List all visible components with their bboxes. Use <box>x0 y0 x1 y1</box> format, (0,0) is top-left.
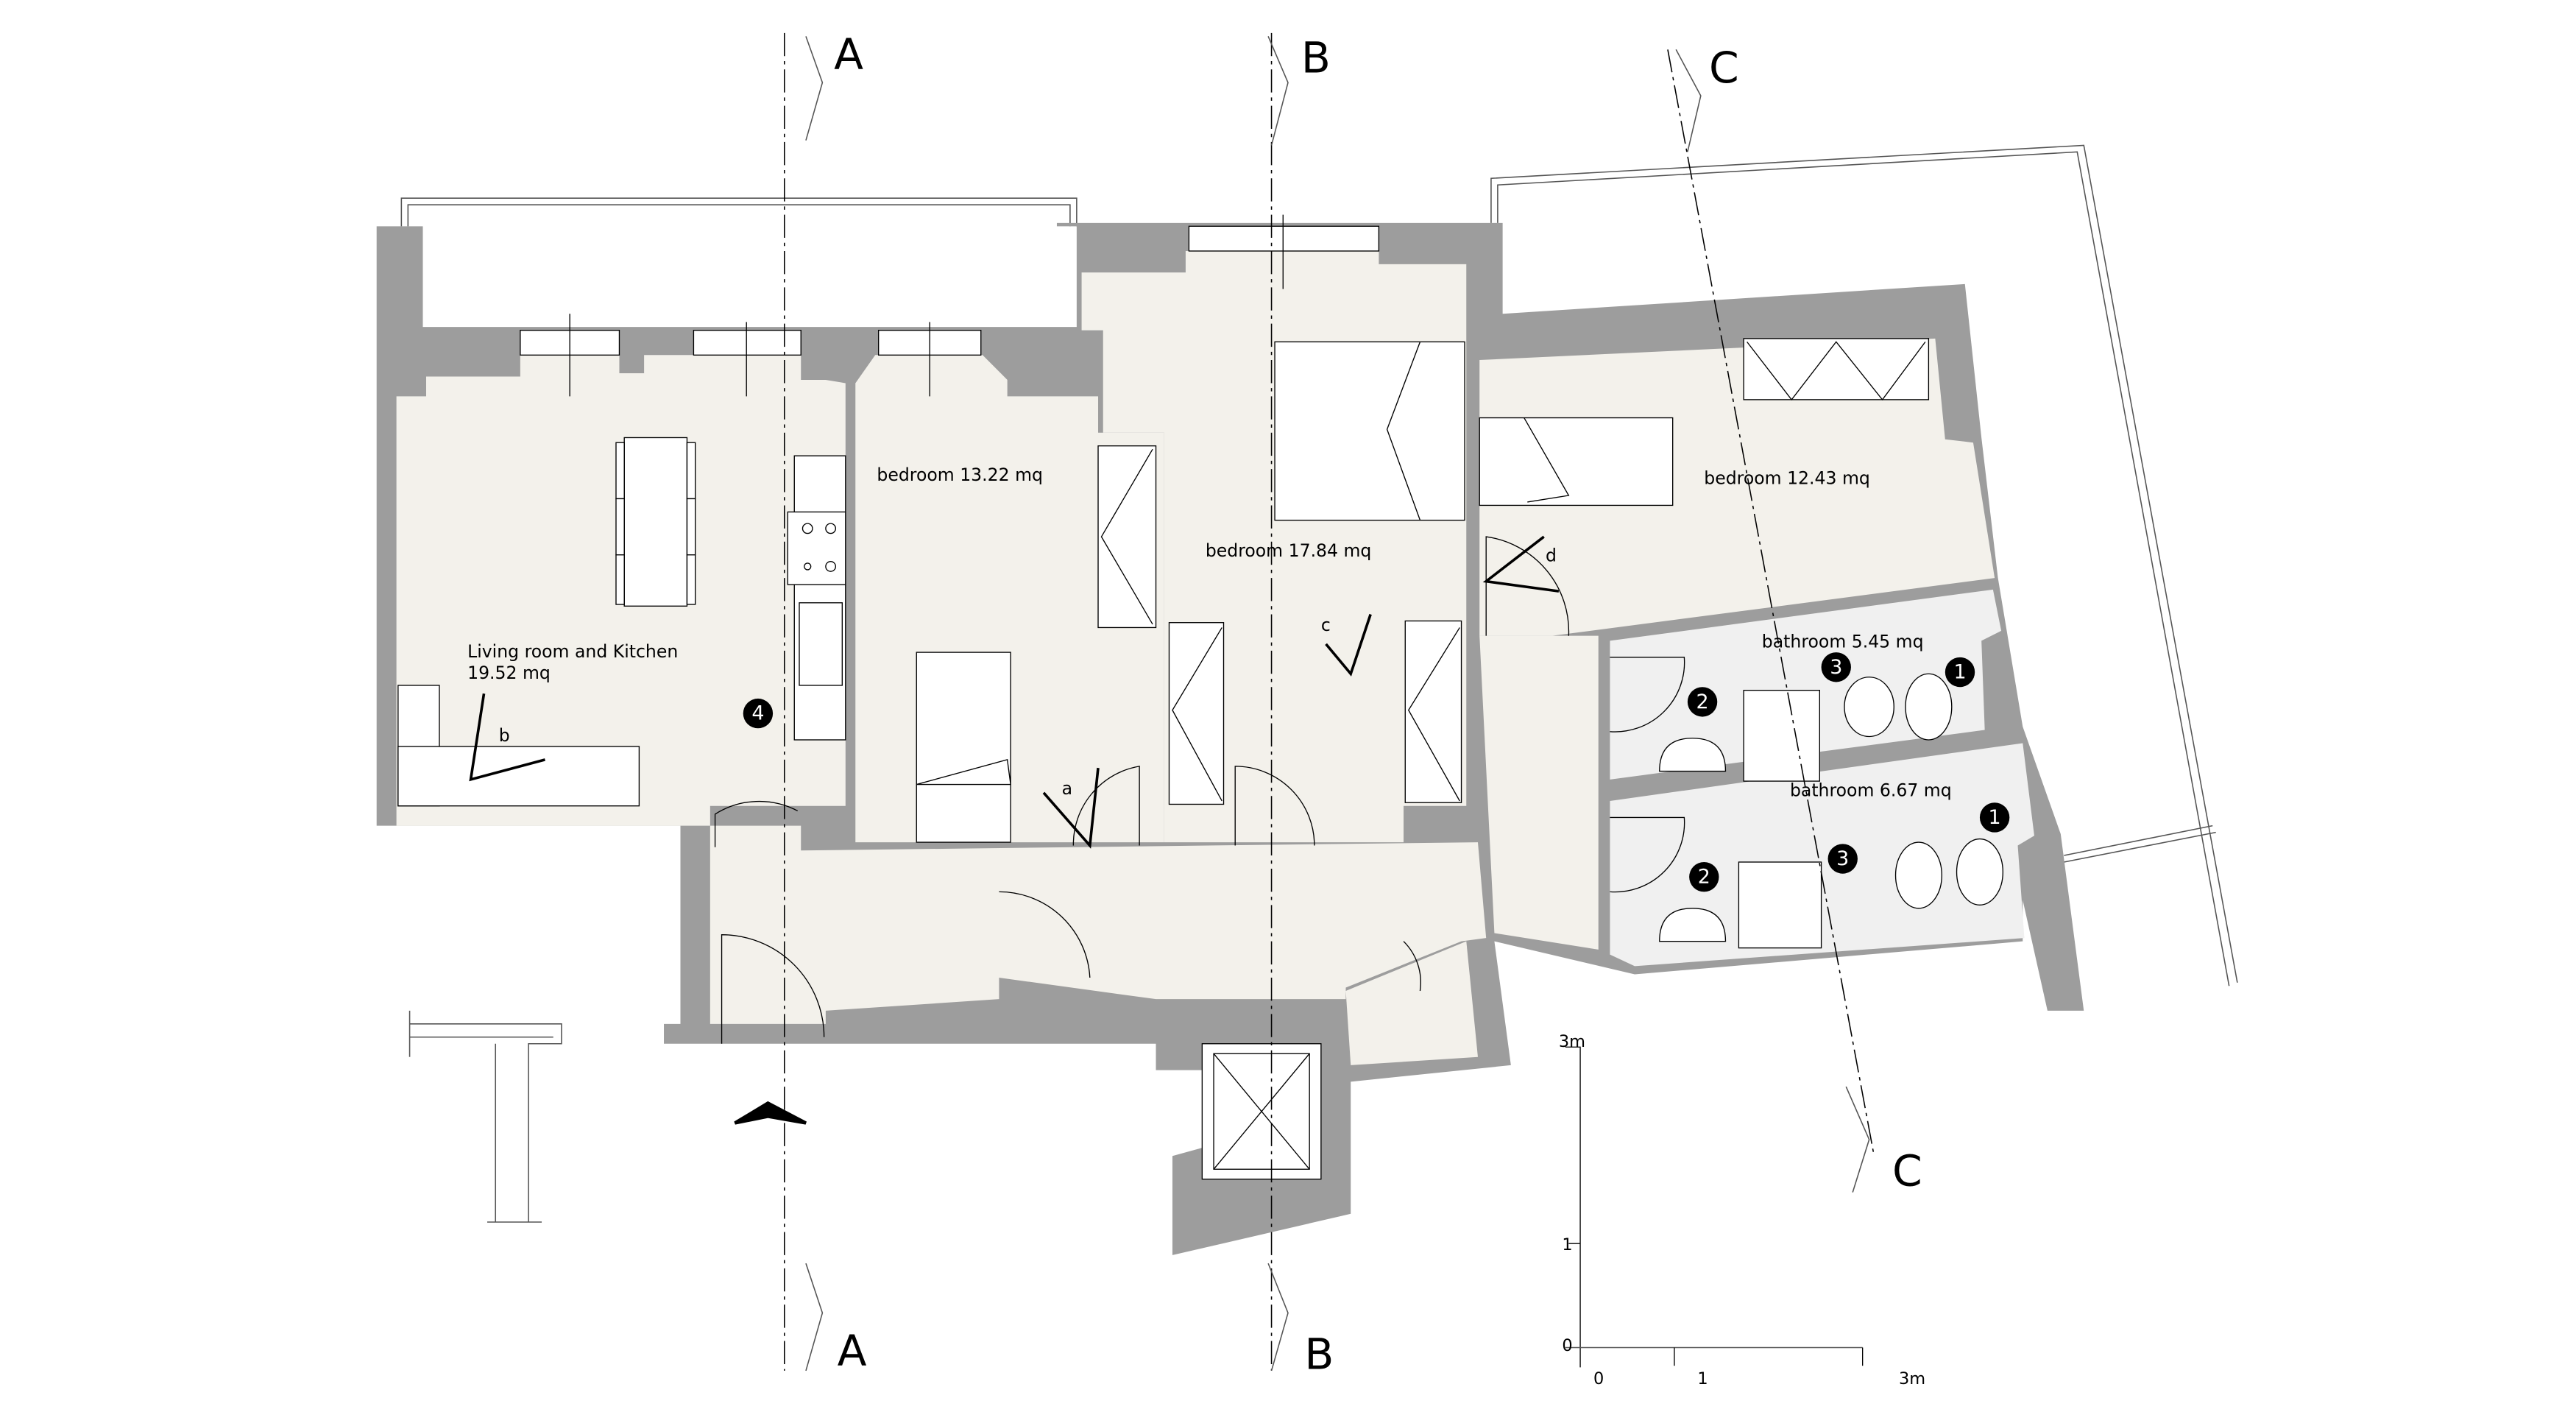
living-room-name: Living room and Kitchen <box>467 641 678 662</box>
svg-text:1: 1 <box>1953 661 1966 684</box>
section-lines <box>784 32 1875 1372</box>
balcony-outline <box>400 197 1078 227</box>
badge-3-bath2: 3 <box>1827 844 1858 874</box>
kitchen-counter <box>793 455 846 741</box>
svg-text:4: 4 <box>751 702 764 725</box>
corridor-floor <box>1479 635 1599 950</box>
section-a-bottom-label: A <box>838 1326 867 1376</box>
bathroom-1-floor <box>1610 589 2002 780</box>
wardrobe-3 <box>1404 620 1462 803</box>
badge-3-bath1: 3 <box>1821 652 1851 682</box>
bedroom-3-floor <box>1479 338 1995 636</box>
view-markers <box>469 535 1560 849</box>
view-a-label: a <box>1062 778 1072 799</box>
wardrobe-2 <box>1168 622 1225 805</box>
svg-text:3: 3 <box>1836 847 1849 870</box>
svg-text:3: 3 <box>1830 656 1842 679</box>
section-a-top-label: A <box>834 29 863 80</box>
section-c-top-label: C <box>1709 43 1739 93</box>
bathroom-1-label: bathroom 5.45 mq <box>1762 631 1924 652</box>
badge-1-bath1: 1 <box>1945 657 1975 688</box>
section-c-bottom-label: C <box>1892 1146 1922 1196</box>
bedroom-2-label: bedroom 17.84 mq <box>1206 540 1372 561</box>
section-b-bottom-label: B <box>1304 1330 1334 1380</box>
shower-2 <box>1738 861 1822 949</box>
scale-horizontal-1: 1 <box>1697 1369 1708 1388</box>
bathroom-2-label: bathroom 6.67 mq <box>1790 780 1952 800</box>
shower-1 <box>1743 690 1821 782</box>
scale-horizontal-3m: 3m <box>1899 1369 1925 1388</box>
landing-floor <box>1345 941 1478 1065</box>
badge-4: 4 <box>743 698 774 729</box>
bed-single-2 <box>1479 417 1674 506</box>
scale-horizontal-0: 0 <box>1593 1369 1604 1388</box>
badge-2-bath1: 2 <box>1687 687 1718 717</box>
view-b-label: b <box>499 725 510 746</box>
living-room-area: 19.52 mq <box>467 663 551 683</box>
svg-text:1: 1 <box>1989 806 2001 829</box>
scale-bar <box>1565 1046 1864 1368</box>
sink <box>799 602 843 686</box>
wardrobe-4 <box>1743 338 1930 400</box>
bed-single-1 <box>916 652 1011 843</box>
view-c-label: c <box>1321 615 1331 635</box>
view-d-label: d <box>1546 546 1557 566</box>
bed-double <box>1274 341 1465 521</box>
badge-1-bath2: 1 <box>1979 802 2010 833</box>
wardrobe-1 <box>1097 445 1157 629</box>
doors <box>714 536 1685 1044</box>
windows <box>520 214 1380 397</box>
badge-2-bath2: 2 <box>1689 861 1719 892</box>
bathroom-2-floor <box>1610 743 2034 967</box>
hall-floor <box>710 825 1487 1024</box>
stove <box>787 511 846 585</box>
column-detail <box>408 1010 562 1223</box>
furniture <box>397 338 2004 949</box>
entrance-arrow-icon <box>734 1101 807 1125</box>
scale-vertical-0: 0 <box>1562 1336 1572 1355</box>
terrace-outline <box>1490 144 2238 986</box>
dining-table <box>623 437 688 607</box>
svg-text:2: 2 <box>1698 866 1710 889</box>
svg-text:2: 2 <box>1696 691 1708 713</box>
scale-vertical-3m: 3m <box>1559 1032 1585 1051</box>
section-b-top-label: B <box>1301 33 1331 83</box>
bedroom-3-label: bedroom 12.43 mq <box>1704 467 1870 488</box>
scale-vertical-1: 1 <box>1562 1235 1572 1254</box>
bedroom-1-label: bedroom 13.22 mq <box>877 465 1043 485</box>
elevator <box>1201 1043 1322 1180</box>
